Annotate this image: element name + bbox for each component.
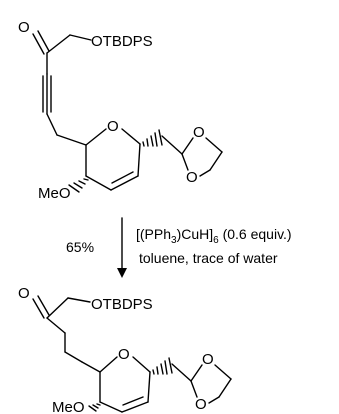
ketone-double-bond: [32, 33, 45, 55]
product-protecting-group: OTBDPS: [91, 296, 153, 313]
reactant-methoxy: MeO: [38, 185, 71, 202]
dioxolane-bond: [190, 364, 203, 382]
ring-bond: [147, 371, 151, 403]
bond: [171, 363, 192, 382]
ring-bond: [99, 356, 118, 373]
ring-bond: [85, 128, 107, 146]
hashed-bond: [152, 357, 173, 375]
dioxolane-bond: [209, 151, 223, 171]
ring-bond: [85, 175, 112, 191]
dioxolane-bond: [181, 137, 194, 155]
reactant-dioxolane-oxygen-top: O: [193, 124, 205, 141]
bond: [81, 361, 101, 373]
bond: [46, 317, 66, 334]
bond: [64, 351, 83, 363]
product-ring-oxygen: O: [118, 346, 130, 363]
reaction-conditions: 65% [(PPh3)CuH]6 (0.6 equiv.) toluene, t…: [66, 217, 292, 278]
bond: [46, 34, 71, 54]
bond: [46, 297, 69, 319]
ring-bond: [99, 401, 123, 413]
hashed-bond: [68, 178, 89, 193]
solvent-label: toluene, trace of water: [139, 250, 278, 266]
ring-bond: [132, 356, 151, 373]
dioxolane-bond: [190, 380, 198, 398]
bond: [46, 113, 58, 136]
ring-double-bond: [110, 175, 139, 191]
reactant-protecting-group: OTBDPS: [91, 33, 153, 50]
bond: [67, 297, 91, 303]
reactant-dioxolane-oxygen-bottom: O: [186, 169, 198, 186]
ketone-double-bond: [32, 298, 45, 319]
reagent-label: [(PPh3)CuH]6 (0.6 equiv.): [136, 226, 292, 246]
dioxolane-bond: [214, 364, 232, 380]
product-structure: O OTBDPS O MeO: [18, 285, 232, 414]
dioxolane-bond: [218, 378, 232, 398]
ring-bond: [137, 143, 141, 177]
reactant-ketone-oxygen: O: [18, 19, 30, 36]
ring-double-bond: [121, 401, 149, 413]
hashed-bond: [142, 129, 163, 147]
product-dioxolane-oxygen-top: O: [202, 351, 214, 368]
dioxolane-bond: [205, 137, 223, 153]
arrow-head: [117, 268, 127, 278]
reactant-structure: O OTBDPS O MeO: [18, 19, 223, 202]
reaction-yield: 65%: [66, 239, 94, 255]
hashed-bond: [88, 403, 101, 412]
product-methoxy: MeO: [52, 399, 85, 414]
product-dioxolane-oxygen-bottom: O: [195, 396, 207, 413]
product-ketone-oxygen: O: [18, 285, 30, 302]
ring-bond: [121, 128, 141, 145]
bond: [69, 34, 92, 41]
dioxolane-bond: [181, 153, 189, 171]
bond: [161, 135, 183, 155]
bond: [56, 134, 87, 146]
reactant-ring-oxygen: O: [107, 118, 119, 135]
